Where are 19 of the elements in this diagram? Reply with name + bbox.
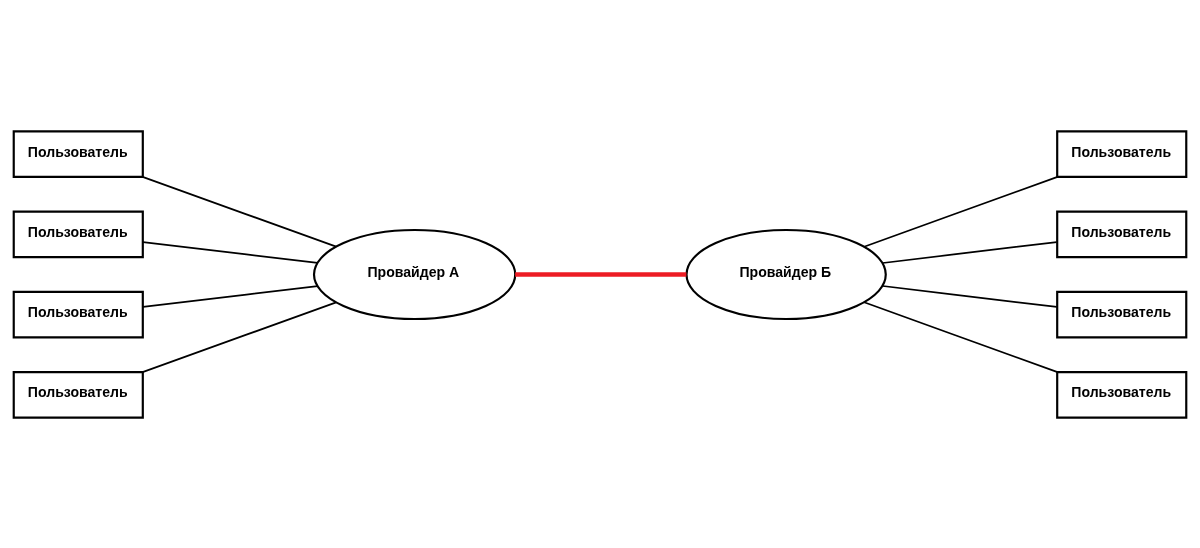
node-box: Пользователь [12,290,144,338]
connector [881,284,1058,308]
connector [881,240,1058,264]
node-box: Пользователь [12,370,144,419]
connector [141,175,337,247]
connector [863,300,1059,373]
node-ellipse: Провайдер А [312,228,517,320]
node-box: Пользователь [12,210,144,258]
node-box: Пользователь [1056,210,1188,258]
connector [141,301,337,373]
node-box: Пользователь [1056,129,1188,178]
node-box: Пользователь [1056,370,1188,419]
connector [863,175,1059,248]
node-box: Пользователь [12,129,144,178]
node-ellipse: Провайдер Б [685,228,887,320]
connector [142,284,319,308]
node-box: Пользователь [1056,290,1188,338]
connector [142,240,319,264]
connector [515,271,687,277]
